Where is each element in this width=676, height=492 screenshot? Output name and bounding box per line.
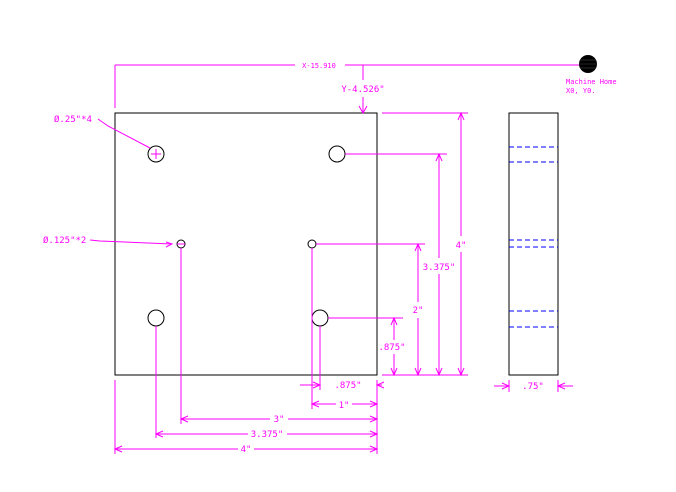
dim-4-vertical: 4" bbox=[456, 241, 467, 251]
small-hole-callout: Ø.125"*2 bbox=[43, 235, 86, 246]
small-holes bbox=[176, 239, 317, 249]
dim-3375-horizontal: 3.375" bbox=[251, 430, 284, 440]
dim-1-horizontal: 1" bbox=[339, 401, 350, 411]
machine-home-coords: X0, Y0. bbox=[566, 87, 596, 95]
machine-home-marker bbox=[579, 55, 597, 73]
dim-thickness: .75" bbox=[522, 382, 544, 392]
hole-large-bottom-left bbox=[147, 309, 165, 327]
y-offset-label: Y-4.526" bbox=[341, 85, 384, 95]
x-offset-label: X-15.910 bbox=[302, 62, 336, 70]
dim-2-vertical: 2" bbox=[413, 306, 424, 316]
dim-3-horizontal: 3" bbox=[274, 415, 285, 425]
part-side-view bbox=[508, 112, 559, 376]
large-hole-callout: Ø.25"*4 bbox=[54, 114, 92, 125]
large-holes bbox=[147, 145, 346, 327]
hole-small-right bbox=[307, 239, 317, 249]
dimension-lines bbox=[89, 64, 580, 454]
hole-large-bottom-right bbox=[311, 309, 329, 327]
dim-875-horizontal: .875" bbox=[334, 381, 361, 391]
hole-large-top-left bbox=[147, 145, 165, 163]
dim-3375-vertical: 3.375" bbox=[423, 263, 456, 273]
hole-crosshairs bbox=[151, 149, 185, 245]
machine-home-label: Machine Home bbox=[566, 78, 617, 86]
dim-4-horizontal: 4" bbox=[241, 445, 252, 455]
side-view-hidden-lines bbox=[509, 146, 558, 328]
dim-875-vertical: .875" bbox=[378, 343, 405, 353]
hole-large-top-right bbox=[328, 145, 346, 163]
